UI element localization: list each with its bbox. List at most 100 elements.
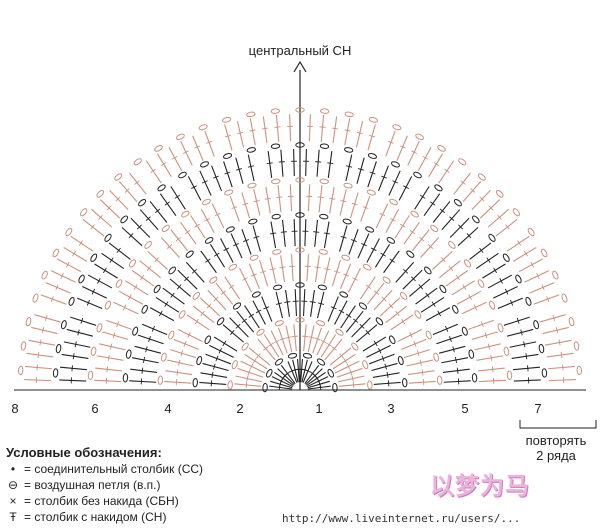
- stitch-fan: [211, 165, 223, 192]
- chain-loop-icon: [568, 317, 575, 327]
- stitch-fan-bar: [497, 214, 502, 220]
- stitch-fan: [209, 344, 234, 358]
- stitch-fan: [200, 372, 228, 378]
- stitch-fan: [331, 259, 341, 287]
- stitch-fan-bar: [224, 134, 231, 138]
- chain-loop-icon: [256, 328, 265, 336]
- stitch-fan: [275, 291, 284, 319]
- stitch-fan-bar: [456, 367, 459, 374]
- stitch-fan-bar: [171, 156, 178, 160]
- stitch-fan: [145, 160, 162, 184]
- stitch-fan: [169, 278, 191, 297]
- stitch-fan-bar: [241, 318, 248, 323]
- stitch-fan-bar: [218, 347, 223, 354]
- stitch-fan: [200, 208, 215, 234]
- legend-item-text: = столбик без накида (СБН): [24, 494, 179, 508]
- stitch-fan: [316, 149, 320, 177]
- stitch-fan-bar: [66, 261, 70, 268]
- stitch-fan: [356, 324, 378, 343]
- stitch-fan: [63, 341, 91, 348]
- row-number-1: 1: [315, 401, 323, 416]
- stitch-fan-bar: [403, 185, 409, 189]
- stitch-fan-bar: [242, 202, 249, 206]
- stitch-fan-bar: [74, 341, 77, 348]
- stitch-fan: [323, 257, 331, 284]
- stitch-fan: [513, 379, 541, 382]
- stitch-fan-bar: [411, 150, 418, 154]
- repeat-bracket: [519, 420, 597, 429]
- chain-loop-icon: [60, 320, 67, 330]
- stitch-fan: [304, 219, 307, 247]
- stitch-fan: [338, 383, 366, 387]
- legend-item-text: = соединительный столбик (СС): [24, 462, 204, 476]
- chain-loop-icon: [120, 215, 128, 224]
- chain-loop-icon: [351, 342, 359, 351]
- stitch-fan-bar: [164, 301, 169, 307]
- stitch-fan: [263, 334, 280, 358]
- chain-loop-icon: [332, 382, 338, 393]
- stitch-fan: [377, 165, 389, 192]
- stitch-fan: [34, 314, 61, 323]
- stitch-fan: [200, 250, 217, 274]
- stitch-fan: [432, 250, 453, 270]
- stitch-fan-bar: [399, 145, 406, 149]
- stitch-fan-bar: [345, 313, 352, 318]
- stitch-fan: [345, 310, 364, 333]
- chain-loop-icon: [168, 330, 175, 340]
- stitch-fan-bar: [516, 317, 520, 324]
- stitch-fan-bar: [386, 371, 389, 378]
- stitch-fan: [548, 379, 576, 382]
- stitch-fan-bar: [329, 197, 336, 200]
- stitch-fan-bar: [273, 339, 280, 344]
- stitch-fan: [406, 359, 433, 367]
- stitch-fan-bar: [309, 301, 316, 303]
- stitch-fan-bar: [401, 318, 406, 325]
- stitch-fan: [70, 316, 97, 326]
- stitch-fan: [167, 359, 194, 367]
- legend-item-text: = воздушная петля (в.п.): [24, 478, 161, 492]
- legend-item-slip-stitch: • = соединительный столбик (СС): [6, 462, 203, 476]
- stitch-fan: [371, 362, 398, 372]
- stitch-fan-bar: [285, 336, 292, 339]
- chain-loop-icon: [382, 276, 391, 284]
- chain-loop-icon: [506, 370, 513, 381]
- stitch-fan: [190, 215, 206, 239]
- stitch-fan-bar: [455, 274, 461, 281]
- stitch-fan: [108, 242, 131, 260]
- stitch-fan: [512, 246, 537, 262]
- chain-loop-icon: [425, 330, 432, 340]
- stitch-fan-bar: [253, 236, 260, 239]
- stitch-fan-bar: [187, 332, 191, 338]
- stitch-fan-bar: [128, 233, 134, 239]
- stitch-fan-bar: [250, 273, 257, 277]
- stitch-fan-bar: [416, 350, 420, 357]
- chain-loop-icon: [453, 198, 462, 207]
- stitch-fan: [428, 153, 444, 178]
- stitch-fan-bar: [419, 359, 422, 366]
- chain-loop-icon: [41, 270, 48, 280]
- stitch-fan: [59, 379, 87, 382]
- stitch-fan: [403, 221, 420, 245]
- stitch-fan: [168, 146, 183, 172]
- stitch-fan-bar: [97, 278, 101, 284]
- stitch-fan: [314, 219, 319, 247]
- stitch-fan: [367, 161, 377, 188]
- stitch-fan: [274, 371, 294, 386]
- stitch-fan-bar: [510, 299, 514, 306]
- stitch-fan: [130, 368, 158, 374]
- stitch-fan-bar: [331, 346, 337, 351]
- stitch-fan: [277, 368, 295, 385]
- stitch-fan: [511, 353, 539, 359]
- stitch-fan: [213, 336, 238, 352]
- stitch-fan: [351, 317, 371, 338]
- stitch-fan-bar: [215, 355, 219, 362]
- stitch-fan: [95, 367, 123, 372]
- stitch-fan-bar: [338, 309, 345, 314]
- stitch-fan-bar: [41, 327, 45, 334]
- stitch-fan: [409, 278, 431, 297]
- chain-loop-icon: [273, 284, 283, 291]
- stitch-fan-bar: [263, 306, 270, 310]
- legend-title: Условные обозначения:: [6, 445, 162, 460]
- chain-loop-icon: [406, 250, 415, 258]
- stitch-fan: [149, 307, 175, 322]
